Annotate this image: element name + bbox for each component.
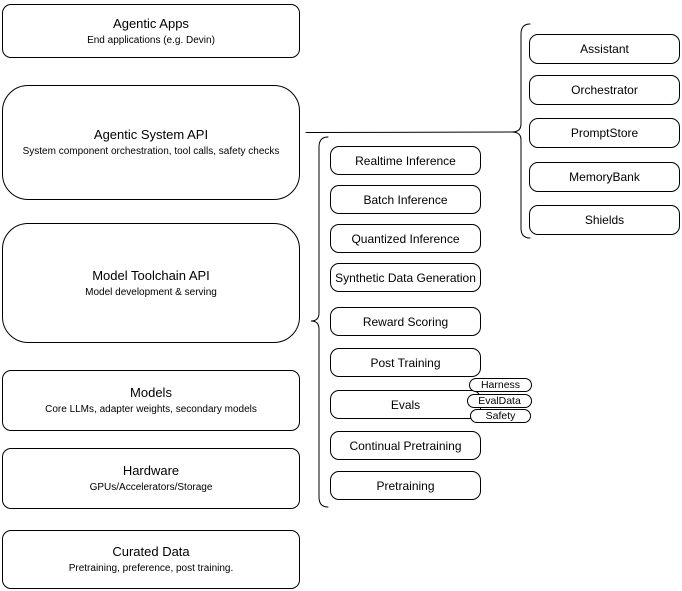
node-label: Orchestrator [571, 83, 638, 97]
tag-label: Safety [485, 410, 516, 422]
tag-label: EvalData [478, 395, 521, 407]
node-label: Shields [584, 213, 625, 227]
node-label: Evals [390, 397, 421, 412]
node-batch-inference: Batch Inference [330, 185, 481, 214]
node-curated-data: Curated Data Pretraining, preference, po… [2, 530, 300, 589]
node-subtitle: Pretraining, preference, post training. [68, 563, 234, 574]
node-synthetic-data-generation: Synthetic Data Generation [330, 263, 481, 292]
node-promptstore: PromptStore [529, 118, 680, 148]
system-components-brace-icon [511, 23, 531, 239]
node-title: Agentic System API [93, 127, 209, 142]
tag-harness: Harness [469, 378, 532, 392]
node-orchestrator: Orchestrator [529, 75, 680, 105]
node-agentic-system-api: Agentic System API System component orch… [2, 85, 300, 200]
node-label: Realtime Inference [355, 153, 456, 168]
connector-line [305, 131, 513, 133]
node-subtitle: Model development & serving [85, 286, 217, 298]
node-continual-pretraining: Continual Pretraining [330, 431, 481, 460]
node-subtitle: System component orchestration, tool cal… [22, 146, 280, 157]
node-post-training: Post Training [330, 348, 481, 377]
node-assistant: Assistant [529, 34, 680, 64]
tag-evaldata: EvalData [467, 394, 532, 408]
node-label: Quantized Inference [351, 231, 460, 246]
node-label: Continual Pretraining [349, 438, 462, 453]
node-shields: Shields [529, 205, 680, 235]
node-model-toolchain-api: Model Toolchain API Model development & … [2, 223, 300, 343]
node-title: Agentic Apps [113, 15, 189, 31]
node-memorybank: MemoryBank [529, 162, 680, 192]
node-label: PromptStore [570, 126, 639, 140]
tag-safety: Safety [470, 409, 531, 423]
toolchain-brace-icon [310, 136, 329, 508]
node-label: MemoryBank [569, 170, 640, 184]
node-pretraining: Pretraining [330, 471, 481, 500]
node-subtitle: End applications (e.g. Devin) [87, 34, 215, 46]
node-subtitle: Core LLMs, adapter weights, secondary mo… [45, 404, 257, 415]
node-label: Synthetic Data Generation [335, 270, 476, 285]
node-evals: Evals [330, 390, 481, 419]
node-quantized-inference: Quantized Inference [330, 224, 481, 253]
node-label: Reward Scoring [362, 314, 449, 329]
node-title: Curated Data [112, 544, 190, 559]
node-label: Batch Inference [363, 192, 448, 207]
node-label: Pretraining [376, 478, 435, 493]
node-models: Models Core LLMs, adapter weights, secon… [2, 370, 300, 431]
node-subtitle: GPUs/Accelerators/Storage [89, 482, 213, 493]
node-hardware: Hardware GPUs/Accelerators/Storage [2, 448, 300, 509]
node-reward-scoring: Reward Scoring [330, 307, 481, 336]
node-title: Model Toolchain API [92, 267, 210, 283]
node-title: Models [130, 385, 172, 400]
node-title: Hardware [122, 463, 180, 478]
node-agentic-apps: Agentic Apps End applications (e.g. Devi… [2, 4, 300, 58]
node-label: Post Training [370, 355, 441, 370]
node-label: Assistant [580, 42, 629, 56]
tag-label: Harness [480, 379, 521, 391]
node-realtime-inference: Realtime Inference [330, 146, 481, 175]
